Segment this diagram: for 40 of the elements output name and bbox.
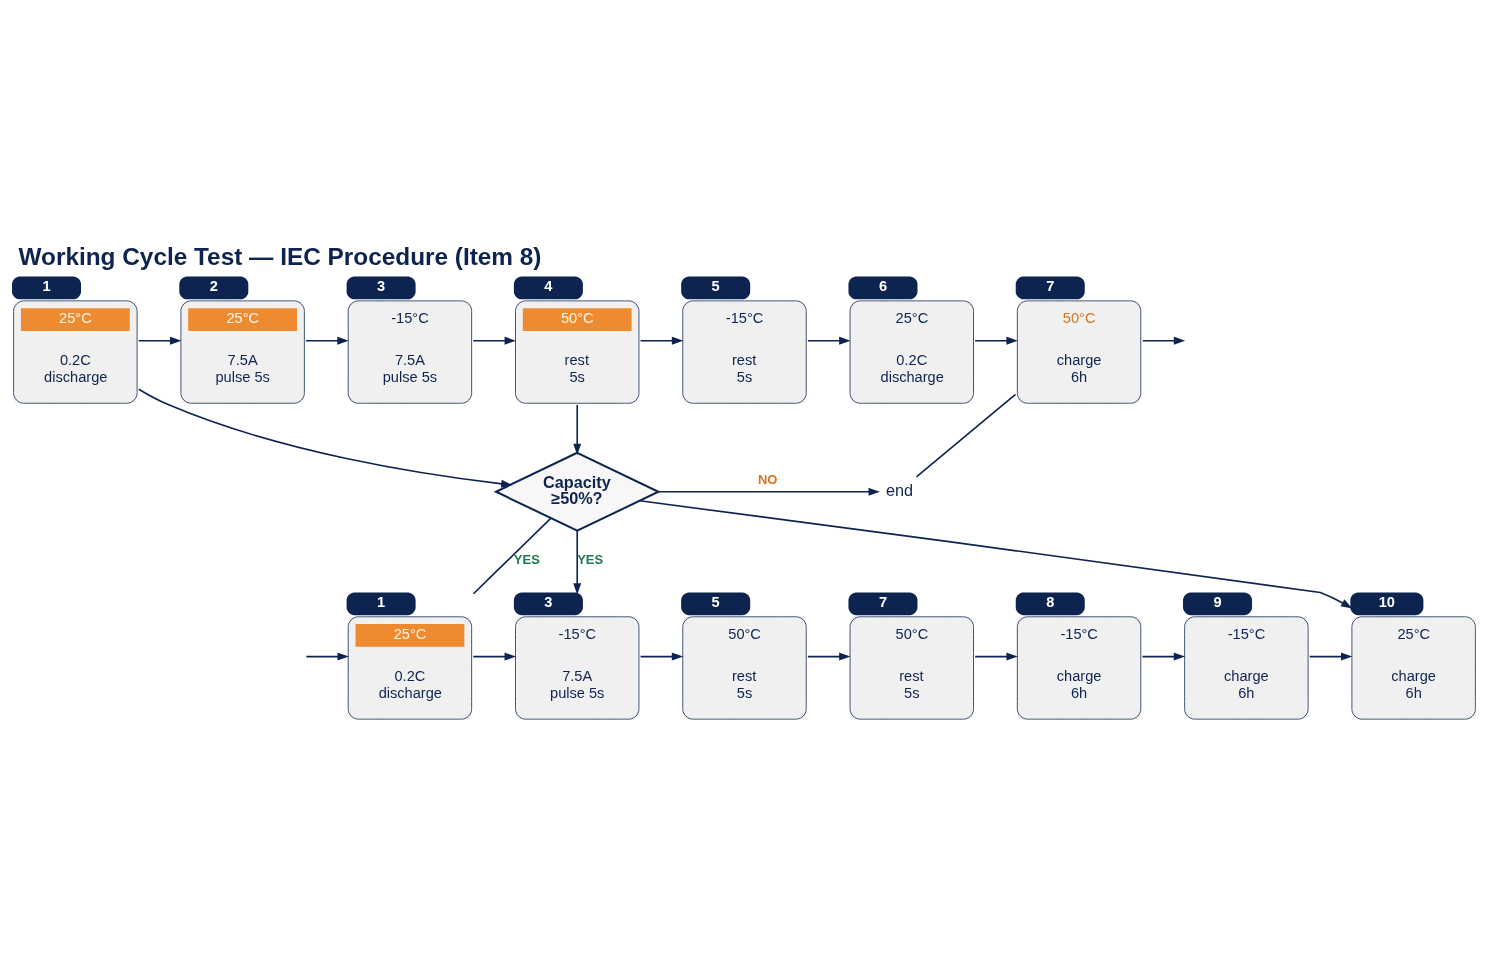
node-label: 2 [209, 277, 218, 294]
arrow [138, 388, 513, 488]
node-text: end [886, 480, 914, 499]
arrow [974, 652, 1018, 661]
arrow [1142, 336, 1186, 345]
node-diamond: Capacity ≥50%? [493, 451, 661, 532]
arrow [305, 336, 349, 345]
node-label: 3 [377, 277, 386, 294]
arrow [639, 652, 684, 661]
edge-label: NO [757, 472, 778, 488]
connector [915, 393, 1017, 478]
node-label: 3 [544, 593, 553, 610]
arrow [657, 487, 880, 496]
connector [472, 517, 552, 595]
node-label: 7 [1046, 277, 1055, 294]
diagram-title: Working Cycle Test — IEC Procedure (Item 8) [18, 243, 542, 271]
arrow [639, 336, 684, 345]
node-label: 6 [878, 277, 888, 294]
arrow [807, 652, 851, 661]
arrow [472, 336, 516, 345]
arrow [573, 404, 582, 456]
arrow [305, 652, 349, 661]
arrow [1308, 652, 1353, 661]
arrow [974, 336, 1018, 345]
arrow [639, 499, 1353, 609]
node-label: 1 [377, 593, 386, 610]
node-label: 1 [42, 277, 51, 294]
node-label: 5 [711, 277, 720, 294]
node-label: 10 [1378, 593, 1395, 610]
arrow [1141, 652, 1186, 661]
node-label: 4 [544, 277, 553, 294]
arrow [472, 652, 516, 661]
node-label: 5 [711, 593, 720, 610]
node-label: 8 [1046, 593, 1055, 610]
node-label: 9 [1213, 593, 1222, 610]
edge-label: YES [513, 551, 540, 567]
arrow [807, 336, 851, 345]
arrow [137, 336, 182, 345]
arrow [573, 530, 582, 595]
node-label: 7 [878, 593, 888, 610]
